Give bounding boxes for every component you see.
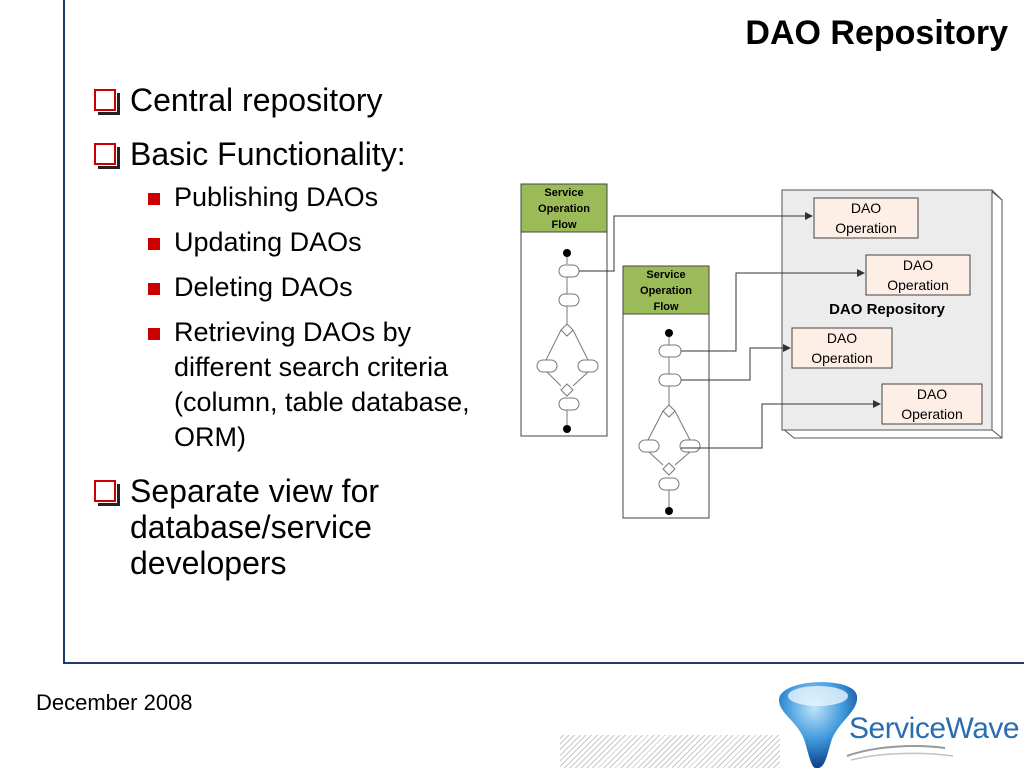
dao-operation-label-line-2: Operation — [901, 406, 962, 422]
footer-stripe-decoration — [560, 735, 780, 768]
bullet-separate-view: Separate view for database/service devel… — [92, 473, 512, 581]
connector-arrow — [681, 269, 865, 352]
footer-date: December 2008 — [36, 690, 193, 715]
flow-start-node — [563, 249, 571, 257]
flow-action-node — [558, 264, 580, 278]
flow-decision-node — [662, 404, 676, 418]
dao-operation-label-line-2: Operation — [835, 220, 896, 236]
flow-end-node — [563, 425, 571, 433]
flow-merge-node — [560, 383, 574, 397]
dao-operation-box: DAO Operation — [813, 197, 919, 239]
flow-action-node — [679, 439, 701, 453]
flow-action-node — [638, 439, 660, 453]
dao-operation-box: DAO Operation — [791, 327, 893, 369]
connector-arrow — [681, 400, 881, 449]
sub-bullet-list: Publishing DAOs Updating DAOs Deleting D… — [148, 180, 512, 455]
flow-action-node — [658, 477, 680, 491]
service-operation-flow-1: Service Operation Flow — [520, 183, 608, 437]
dao-operation-label-line-1: DAO — [917, 386, 947, 402]
flow-header-line-3: Flow — [551, 219, 576, 231]
bullet-central-repository: Central repository — [92, 82, 512, 118]
bullet-list: Central repository Basic Functionality: … — [92, 82, 512, 599]
dao-operation-label-line-1: DAO — [827, 330, 857, 346]
square-bullet-icon — [148, 283, 160, 295]
flow-end-node — [665, 507, 673, 515]
slide-frame-bottom — [63, 662, 1024, 664]
flow-decision-node — [560, 323, 574, 337]
sub-bullet-text: Deleting DAOs — [174, 272, 353, 302]
sub-bullet-text: Retrieving DAOs by different search crit… — [174, 317, 470, 452]
sub-bullet-updating: Updating DAOs — [148, 225, 512, 260]
dao-operation-label-line-1: DAO — [903, 257, 933, 273]
flow-action-node — [577, 359, 599, 373]
dao-operation-label-line-2: Operation — [811, 350, 872, 366]
servicewave-logo-icon — [779, 682, 954, 768]
dao-operation-label-line-2: Operation — [887, 277, 948, 293]
sub-bullet-deleting: Deleting DAOs — [148, 270, 512, 305]
flow-action-node — [558, 397, 580, 411]
flow-header-line-2: Operation — [640, 285, 692, 297]
flow-action-node — [658, 373, 682, 387]
service-operation-flow-2: Service Operation Flow — [622, 265, 710, 519]
square-bullet-icon — [148, 193, 160, 205]
slide-frame-left — [63, 0, 65, 664]
sub-bullet-text: Publishing DAOs — [174, 182, 379, 212]
square-bullet-icon — [148, 238, 160, 250]
flow-header-line-3: Flow — [653, 301, 678, 313]
dao-repository-label: DAO Repository — [829, 301, 946, 318]
flow-action-node — [658, 344, 682, 358]
servicewave-logo-text: ServiceWave — [849, 712, 1020, 745]
sub-bullet-text: Updating DAOs — [174, 227, 362, 257]
connector-arrow — [681, 344, 791, 381]
sub-bullet-retrieving: Retrieving DAOs by different search crit… — [148, 315, 512, 455]
flow-action-node — [558, 293, 580, 307]
flow-start-node — [665, 329, 673, 337]
bullet-text: Central repository — [130, 82, 383, 118]
dao-operation-label-line-1: DAO — [851, 200, 881, 216]
connector-arrow — [579, 212, 813, 272]
slide-title: DAO Repository — [745, 14, 1008, 52]
dao-operation-box: DAO Operation — [865, 254, 971, 296]
flow-header-line-1: Service — [646, 269, 685, 281]
flow-action-node — [536, 359, 558, 373]
flow-header-line-1: Service — [544, 187, 583, 199]
bullet-basic-functionality: Basic Functionality: — [92, 136, 512, 172]
dao-operation-box: DAO Operation — [881, 383, 983, 425]
bullet-text: Basic Functionality: — [130, 136, 406, 172]
sub-bullet-publishing: Publishing DAOs — [148, 180, 512, 215]
square-bullet-icon — [148, 328, 160, 340]
flow-merge-node — [662, 462, 676, 476]
flow-header-line-2: Operation — [538, 203, 590, 215]
connector-arrows — [579, 212, 881, 449]
bullet-text: Separate view for database/service devel… — [130, 473, 380, 581]
